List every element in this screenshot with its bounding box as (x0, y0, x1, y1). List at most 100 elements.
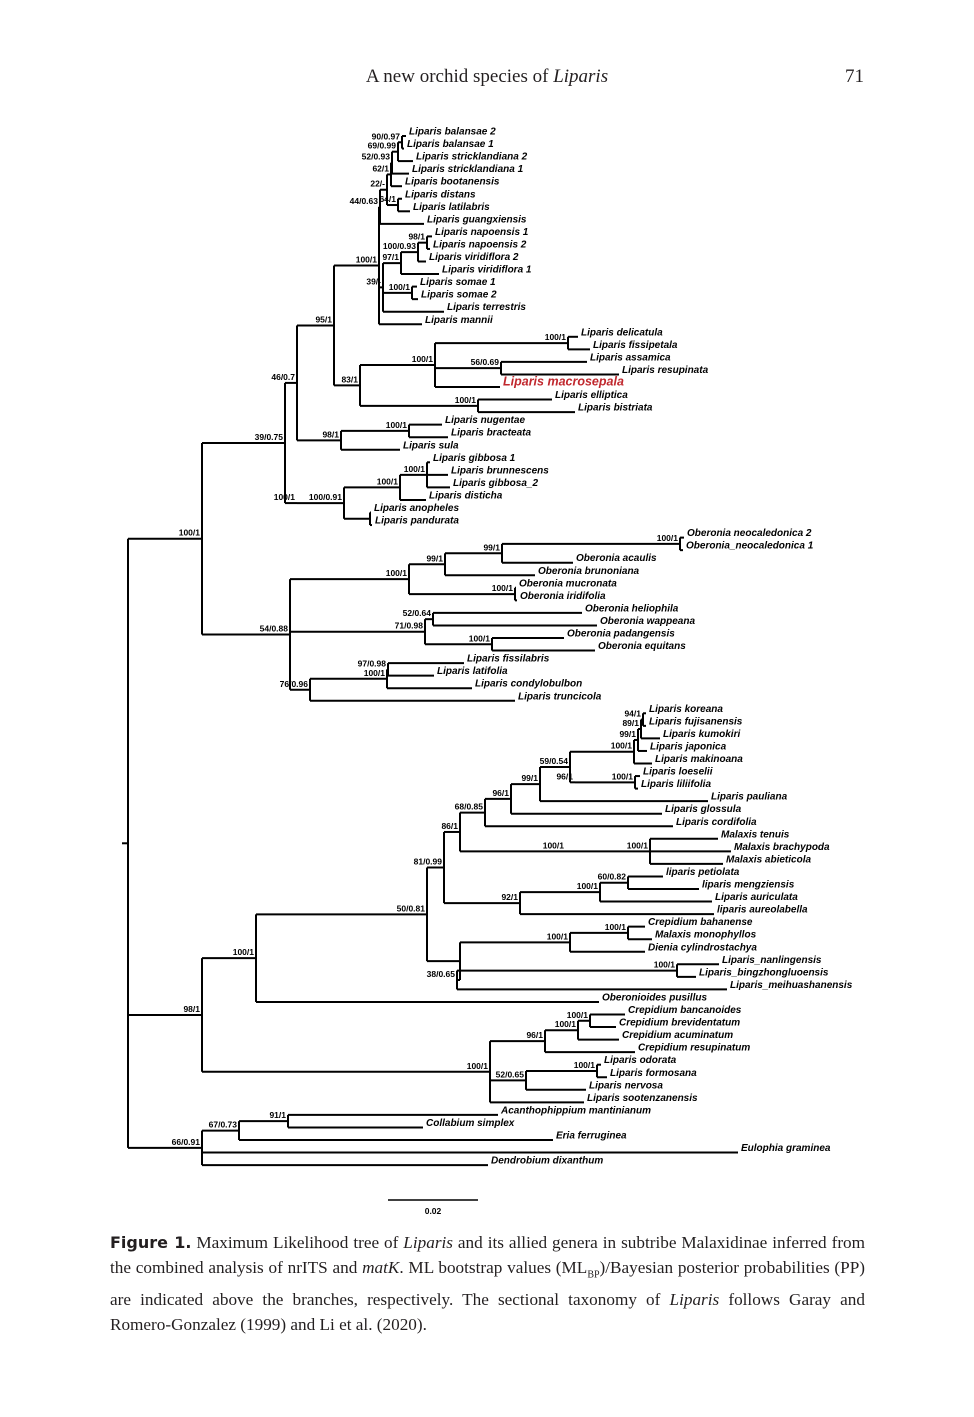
page-header: A new orchid species of Liparis 71 (0, 66, 974, 96)
taxon-label: Oberonia_neocaledonica 1 (686, 541, 814, 552)
support-value: 100/1 (469, 633, 491, 643)
support-value: 100/1 (567, 1010, 589, 1020)
support-value: 100/1 (386, 568, 408, 578)
taxon-label: Liparis_nanlingensis (722, 955, 822, 966)
taxon-label: Liparis makinoana (655, 754, 743, 765)
support-value: 91/1 (269, 1110, 286, 1120)
support-value: 22/- (370, 179, 385, 189)
support-value: 100/1 (574, 1060, 596, 1070)
running-title: A new orchid species of Liparis (0, 66, 974, 88)
taxon-label: Liparis bracteata (451, 428, 531, 439)
taxon-label: Oberonia brunoniana (538, 566, 640, 577)
support-value: 60/0.82 (598, 872, 627, 882)
support-value: 86/1 (441, 821, 458, 831)
support-value: 100/1 (179, 528, 201, 538)
caption-text: Maximum Likelihood tree of (191, 1233, 404, 1252)
taxon-label: Oberonia equitans (598, 641, 686, 652)
taxon-label: Liparis assamica (590, 352, 671, 363)
support-value: 100/1 (389, 282, 411, 292)
taxon-label: Liparis_bingzhongluoensis (699, 967, 829, 978)
support-value: 97/0.98 (358, 658, 387, 668)
support-value: 100/0.93 (383, 241, 416, 251)
taxon-label: Liparis condylobulbon (475, 679, 582, 690)
support-value: 100/1 (657, 533, 679, 543)
scale-bar-label: 0.02 (425, 1206, 442, 1216)
taxon-label: Liparis japonica (650, 741, 727, 752)
taxon-label: Liparis odorata (604, 1055, 677, 1066)
taxon-label: Liparis cordifolia (676, 817, 757, 828)
taxon-label: Liparis anopheles (374, 503, 459, 514)
taxon-label: Crepidium bancanoides (628, 1005, 742, 1016)
taxon-label: liparis mengziensis (702, 880, 795, 891)
taxon-label: Liparis elliptica (555, 390, 628, 401)
support-value: 96/1 (556, 771, 573, 781)
taxon-label: Liparis macrosepala (503, 375, 624, 389)
support-value: 100/1 (455, 395, 477, 405)
taxon-label: Oberonia heliophila (585, 603, 679, 614)
support-value: 94/1 (624, 709, 641, 719)
taxon-label: Oberonia iridifolia (520, 591, 606, 602)
taxon-label: Liparis balansae 1 (407, 139, 494, 150)
taxon-label: Oberonia neocaledonica 2 (687, 528, 812, 539)
caption-subscript: BP (587, 1269, 600, 1281)
support-value: 100/1 (274, 492, 296, 502)
support-value: 46/0.7 (271, 372, 295, 382)
support-value: 100/1 (545, 332, 567, 342)
taxon-label: Liparis somae 1 (420, 277, 496, 288)
support-value: 66/0.91 (172, 1137, 201, 1147)
support-value: 100/1 (543, 840, 565, 850)
support-value: 100/0.91 (309, 492, 342, 502)
taxon-label: Liparis bistriata (578, 403, 653, 414)
taxon-label: Liparis somae 2 (421, 290, 497, 301)
taxon-label: Crepidium resupinatum (638, 1043, 750, 1054)
taxon-label: Malaxis brachypoda (734, 842, 830, 853)
taxon-label: Liparis napoensis 1 (435, 227, 529, 238)
support-value: 92/1 (501, 892, 518, 902)
support-value: 100/1 (467, 1061, 489, 1071)
taxon-label: Liparis liliifolia (641, 779, 711, 790)
taxon-label: Liparis napoensis 2 (433, 239, 527, 250)
taxon-label: Oberonia acaulis (576, 553, 657, 564)
taxon-label: Liparis distans (405, 189, 476, 200)
support-value: 99/1 (426, 553, 443, 563)
support-value: 69/0.99 (368, 141, 397, 151)
caption-italic: Liparis (669, 1290, 720, 1310)
support-value: 56/0.69 (471, 357, 500, 367)
taxon-label: Oberonia mucronata (519, 578, 617, 589)
support-value: 100/1 (356, 255, 378, 265)
taxon-label: Liparis delicatula (581, 327, 663, 338)
support-value: 98/1 (183, 1004, 200, 1014)
taxon-label: Liparis viridiflora 2 (429, 252, 519, 263)
taxon-label: Malaxis tenuis (721, 829, 790, 840)
support-value: 52/0.64 (403, 608, 432, 618)
caption-italic: Liparis (403, 1233, 453, 1252)
taxon-label: Liparis latifolia (437, 666, 508, 677)
support-value: 62/1 (372, 163, 389, 173)
tree-branches (122, 135, 738, 1167)
taxon-label: Crepidium brevidentatum (619, 1018, 740, 1029)
support-value: 99/1 (483, 542, 500, 552)
caption-text: . ML bootstrap values (ML (399, 1258, 588, 1277)
taxon-label: Liparis guangxiensis (427, 214, 527, 225)
support-value: 44/0.63 (350, 196, 379, 206)
taxon-label: Liparis brunnescens (451, 465, 549, 476)
support-value: 89/1 (622, 718, 639, 728)
taxon-label: Dendrobium dixanthum (491, 1156, 603, 1167)
support-value: 67/0.73 (209, 1120, 238, 1130)
taxon-label: Liparis fujisanensis (649, 716, 743, 727)
support-value: 71/0.98 (395, 621, 424, 631)
support-value: 100/1 (492, 583, 514, 593)
taxon-label: Liparis nervosa (589, 1080, 663, 1091)
taxon-label: liparis aureolabella (717, 905, 808, 916)
taxon-label: Liparis balansae 2 (409, 127, 496, 138)
support-value: 100/1 (611, 741, 633, 751)
support-value: 100/1 (377, 476, 399, 486)
taxon-label: Liparis stricklandiana 1 (412, 164, 524, 175)
caption-text: follows Garay and Romero-Gonzalez (1999)… (110, 1290, 865, 1335)
taxon-label: Liparis mannii (425, 315, 493, 326)
taxon-label: Oberonioides pusillus (602, 992, 707, 1003)
support-value: 100/1 (605, 922, 627, 932)
taxon-label: Liparis fissilabris (467, 654, 550, 665)
taxon-label: Liparis formosana (610, 1068, 697, 1079)
